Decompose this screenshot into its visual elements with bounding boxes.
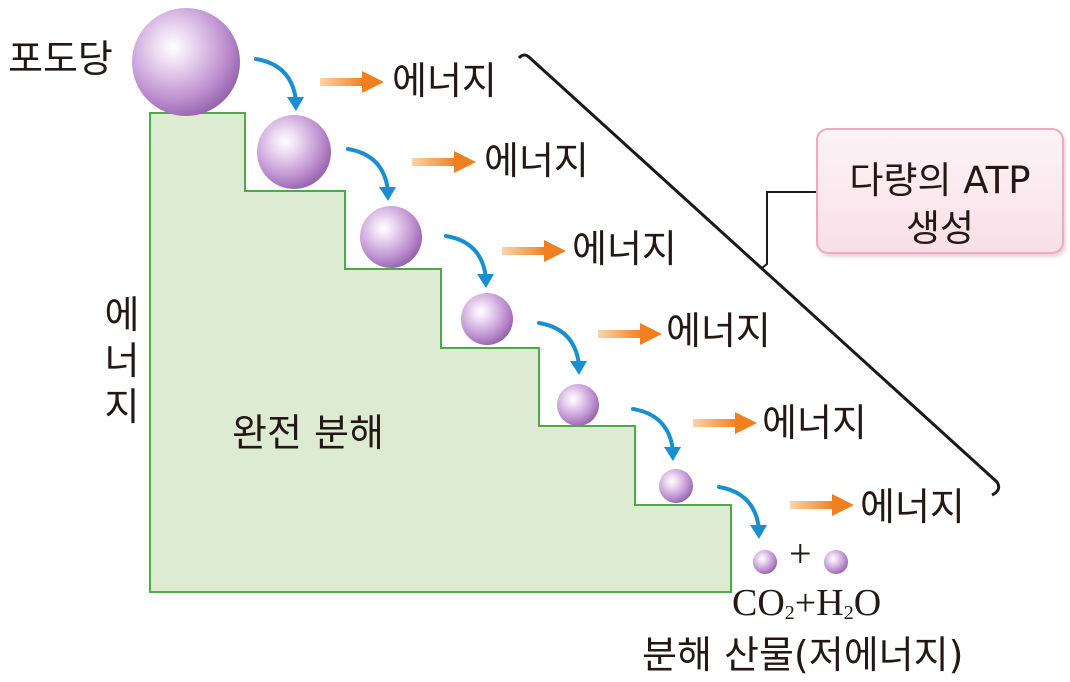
molecule-sphere — [557, 384, 599, 426]
energy-label: 에너지 — [572, 227, 677, 271]
molecule-sphere — [824, 550, 848, 574]
plus-sign: + — [789, 531, 812, 576]
energy-label: 에너지 — [484, 139, 589, 183]
energy-arrow-head — [454, 151, 476, 173]
formula-o: O — [853, 582, 882, 624]
energy-arrow-shaft — [320, 78, 364, 86]
atp-bracket-pointer — [761, 191, 816, 269]
energy-arrow-head — [735, 412, 757, 434]
transition-arrow-shaft — [444, 234, 488, 280]
y-axis-label: 에너지 — [104, 293, 140, 429]
atp-bracket — [517, 53, 1001, 497]
transition-arrow-head — [750, 525, 767, 539]
energy-label: 에너지 — [762, 401, 867, 445]
formula-co-subscript: 2 — [784, 602, 795, 624]
energy-arrow-head — [544, 240, 566, 262]
energy-label: 에너지 — [392, 59, 497, 103]
transition-arrow-head — [379, 187, 396, 201]
formula-plus: + — [794, 582, 817, 624]
energy-arrows — [320, 71, 854, 516]
products-label: 분해 산물(저에너지) — [642, 633, 964, 677]
energy-arrow-shaft — [790, 501, 834, 509]
energy-arrow-shaft — [412, 158, 456, 166]
transition-arrow-shaft — [717, 485, 761, 531]
transition-arrow-shaft — [537, 321, 581, 367]
molecule-sphere — [753, 550, 777, 574]
formula-h-subscript: 2 — [843, 602, 854, 624]
transition-arrow-head — [287, 97, 304, 111]
energy-arrow-head — [832, 494, 854, 516]
molecule-sphere — [132, 8, 240, 116]
molecules — [132, 8, 848, 574]
transition-arrow-shaft — [346, 147, 390, 193]
energy-arrow-shaft — [502, 247, 546, 255]
transition-arrows — [254, 57, 767, 539]
molecule-sphere — [461, 293, 513, 345]
transition-arrow-head — [664, 447, 681, 461]
atp-callout-line2: 생성 — [905, 207, 975, 250]
transition-arrow-head — [477, 274, 494, 288]
energy-arrow-head — [362, 71, 384, 93]
products-formula: CO2+H2O — [732, 584, 881, 623]
molecule-sphere — [257, 115, 331, 189]
formula-co: CO — [732, 582, 785, 624]
atp-callout-line1: 다량의 ATP — [849, 159, 1031, 202]
staircase — [149, 112, 732, 593]
energy-arrow-shaft — [693, 419, 737, 427]
transition-arrow-head — [570, 361, 587, 375]
energy-label: 에너지 — [860, 485, 965, 529]
formula-h: H — [816, 582, 844, 624]
energy-label: 에너지 — [666, 309, 771, 353]
molecule-sphere — [659, 469, 693, 503]
transition-arrow-shaft — [254, 57, 298, 103]
transition-arrow-shaft — [631, 407, 675, 453]
glucose-label: 포도당 — [8, 37, 113, 81]
complete-breakdown-label: 완전 분해 — [232, 411, 384, 455]
energy-arrow-head — [640, 323, 662, 345]
energy-arrow-shaft — [598, 330, 642, 338]
molecule-sphere — [360, 206, 422, 268]
atp-callout: 다량의 ATP 생성 — [816, 128, 1064, 254]
